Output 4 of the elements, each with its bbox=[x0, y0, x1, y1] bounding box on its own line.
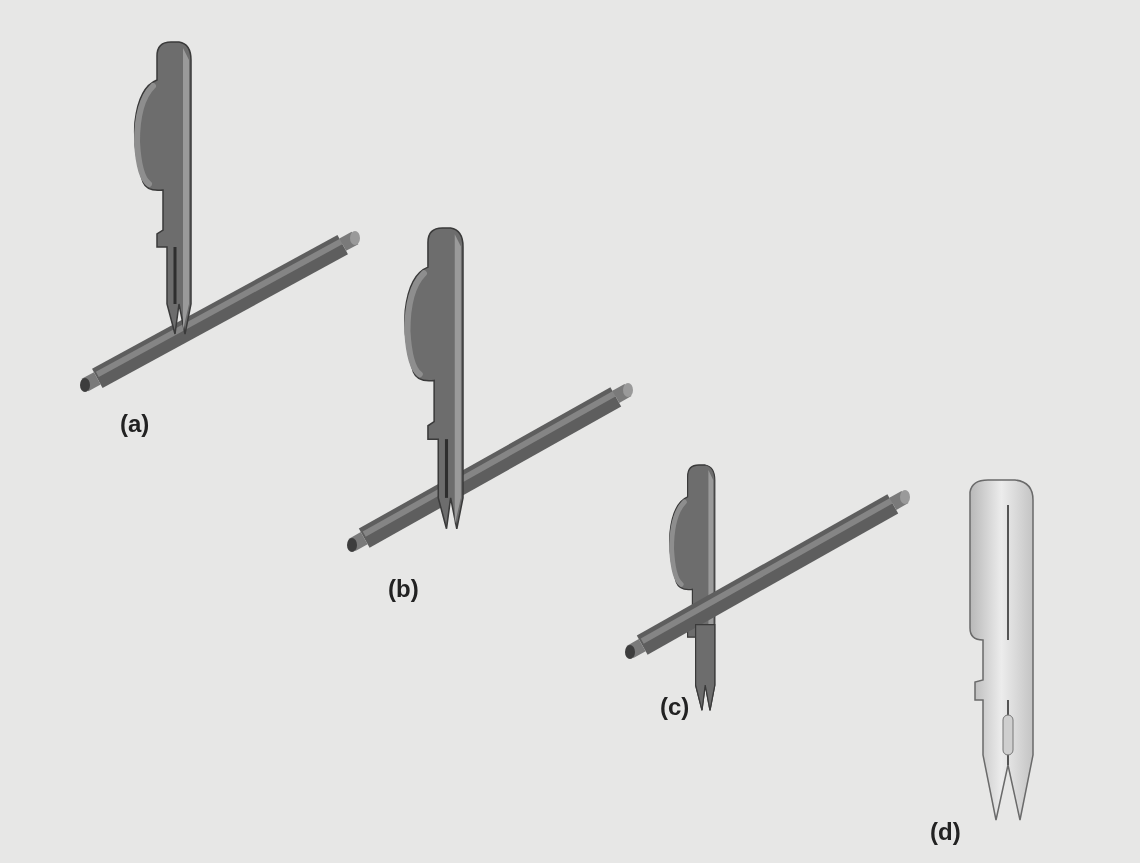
figure-label: (c) bbox=[660, 693, 690, 721]
figure-label: (a) bbox=[120, 410, 150, 438]
figure-label: (d) bbox=[930, 818, 961, 846]
figure-label: (b) bbox=[388, 575, 419, 603]
